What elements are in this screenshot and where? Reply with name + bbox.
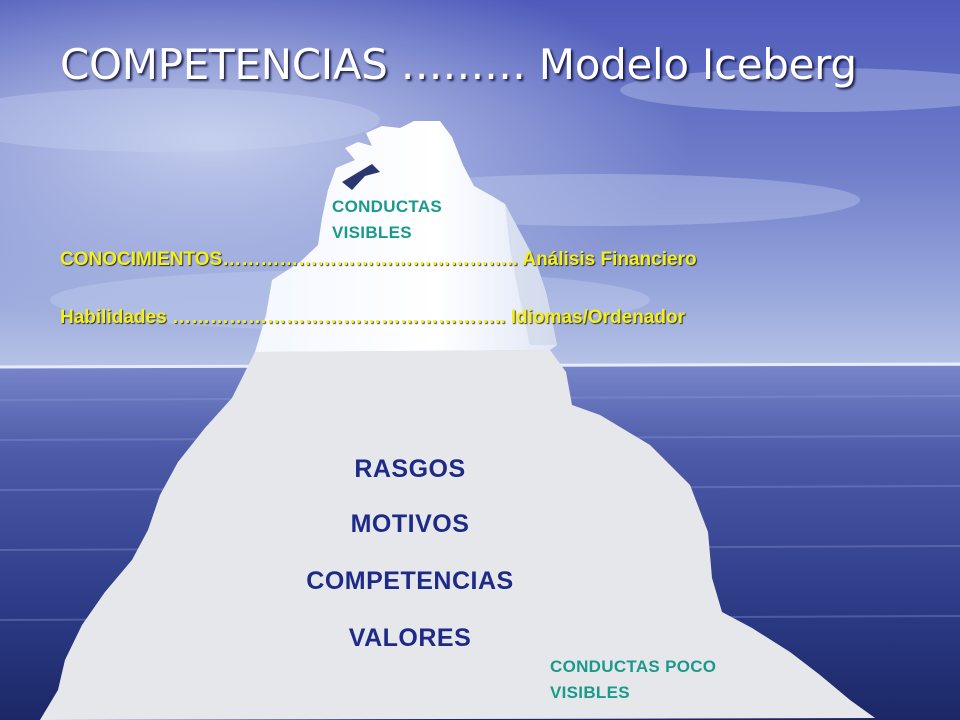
- word-competencias: COMPETENCIAS: [306, 567, 514, 595]
- skills-line: Habilidades …………………………………………….. Idiomas/…: [60, 307, 685, 329]
- word-valores: VALORES: [348, 624, 472, 652]
- hidden-behaviors-line-1: CONDUCTAS POCO: [550, 657, 717, 676]
- word-motivos: MOTIVOS: [350, 510, 470, 538]
- visible-behaviors-label: CONDUCTAS VISIBLES: [332, 194, 442, 246]
- hidden-behaviors-line-2: VISIBLES: [550, 683, 630, 702]
- visible-behaviors-line-2: VISIBLES: [332, 223, 412, 242]
- hidden-behaviors-label: CONDUCTAS POCO VISIBLES: [550, 654, 716, 706]
- knowledge-line: CONOCIMIENTOS……………………………………….. Análisis …: [60, 249, 697, 271]
- knowledge-dots: ………………………………………..: [222, 249, 518, 270]
- knowledge-label: CONOCIMIENTOS: [60, 249, 223, 270]
- slide-title: COMPETENCIAS ……… Modelo Iceberg: [60, 40, 857, 89]
- visible-behaviors-line-1: CONDUCTAS: [332, 197, 443, 216]
- skills-label: Habilidades: [60, 307, 167, 328]
- skills-dots: ……………………………………………..: [171, 307, 506, 328]
- skills-example: Idiomas/Ordenador: [510, 307, 685, 328]
- knowledge-example: Análisis Financiero: [522, 249, 697, 270]
- word-rasgos: RASGOS: [354, 455, 466, 483]
